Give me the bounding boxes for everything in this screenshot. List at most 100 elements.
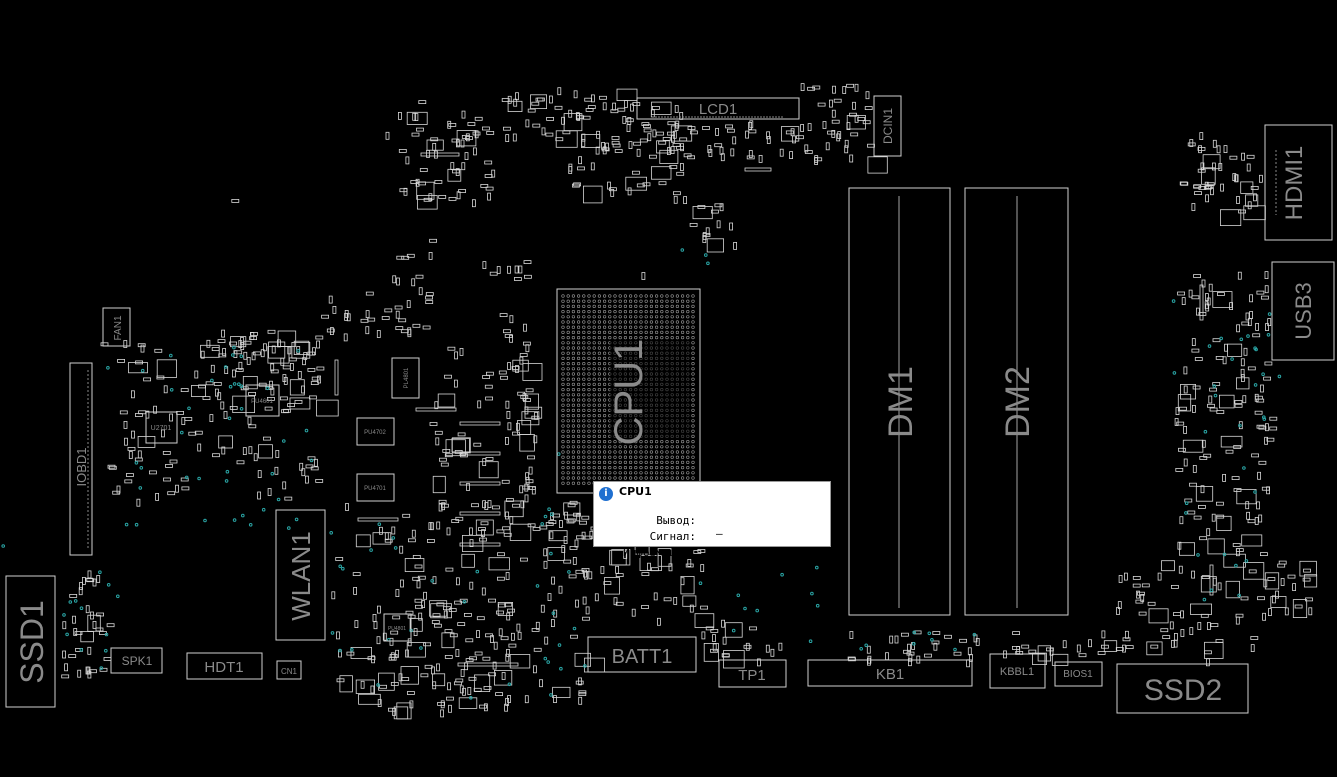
smd-part — [78, 587, 83, 596]
smd-part — [588, 571, 593, 580]
smd-part — [414, 604, 423, 609]
component-pu4701[interactable]: PU4701 — [356, 473, 395, 502]
component-spk1[interactable]: SPK1 — [110, 647, 163, 674]
component-wlan1[interactable]: WLAN1 — [275, 509, 326, 641]
smd-part — [822, 121, 827, 129]
smd-part — [485, 186, 494, 191]
cpu-ball — [618, 440, 622, 444]
smd-part — [393, 706, 409, 720]
cpu-ball — [628, 299, 633, 303]
component-tp1[interactable]: TP1 — [718, 659, 787, 688]
smd-part — [402, 513, 411, 518]
component-u2701[interactable]: U2701 — [145, 411, 178, 444]
smd-part — [497, 602, 514, 617]
component-hdmi1[interactable]: HDMI1 — [1264, 124, 1333, 241]
cpu-ball — [561, 440, 565, 444]
cpu-ball — [665, 320, 669, 324]
cpu-ball — [675, 325, 680, 329]
cpu-ball — [582, 429, 586, 433]
smd-part — [153, 405, 158, 414]
via — [237, 382, 241, 387]
component-pl4801[interactable]: PL4801 — [391, 357, 420, 399]
smd-part — [913, 630, 922, 635]
smd-part — [432, 613, 441, 618]
cpu-ball — [582, 325, 586, 329]
smd-part — [1115, 647, 1124, 651]
smd-part — [314, 458, 318, 467]
cpu-ball — [582, 408, 586, 413]
cpu-ball — [582, 356, 586, 361]
component-dcin1[interactable]: DCIN1 — [873, 95, 902, 157]
cpu-ball — [644, 330, 648, 335]
cpu-ball — [592, 414, 596, 418]
component-kbbl1[interactable]: KBBL1 — [989, 653, 1046, 689]
via — [282, 439, 286, 443]
component-iobd1[interactable]: IOBD1 — [69, 362, 93, 556]
cpu-ball — [566, 304, 570, 309]
smd-part — [390, 630, 399, 635]
smd-part — [721, 619, 725, 628]
smd-part — [423, 197, 432, 202]
smd-part — [116, 485, 121, 494]
component-fan1[interactable]: FAN1 — [102, 307, 131, 347]
component-dm1[interactable]: DM1 — [848, 187, 951, 616]
component-label: PU4702 — [364, 430, 386, 436]
cpu-ball — [566, 315, 570, 319]
component-lcd1[interactable]: LCD1 — [636, 97, 800, 120]
component-ssd1[interactable]: SSD1 — [5, 575, 56, 708]
component-pu4702[interactable]: PU4702 — [356, 417, 395, 446]
component-kb1[interactable]: KB1 — [807, 659, 973, 687]
cpu-ball — [665, 445, 669, 449]
via — [419, 646, 423, 650]
cpu-ball — [571, 299, 576, 303]
via — [543, 656, 548, 661]
smd-part — [509, 654, 531, 669]
cpu-ball — [680, 450, 685, 454]
cpu-ball — [613, 460, 617, 465]
component-usb3[interactable]: USB3 — [1271, 261, 1335, 361]
component-pu4601[interactable]: PU4601 — [245, 384, 280, 417]
smd-part — [1180, 181, 1189, 186]
cpu-ball — [686, 460, 690, 465]
smd-part — [746, 155, 755, 160]
smd-part — [484, 160, 493, 165]
cpu-ball — [566, 414, 570, 418]
component-label: U2701 — [151, 425, 172, 432]
tooltip-value: — — [716, 543, 723, 556]
smd-part — [931, 640, 940, 645]
component-ssd2[interactable]: SSD2 — [1116, 663, 1249, 714]
smd-part — [1225, 580, 1240, 599]
smd-part — [1177, 291, 1185, 296]
smd-part — [867, 657, 871, 666]
cpu-ball — [602, 460, 607, 465]
smd-part — [283, 376, 288, 385]
smd-part — [458, 189, 467, 193]
smd-part — [444, 453, 453, 458]
smd-part — [365, 291, 374, 296]
cpu-ball — [670, 310, 674, 314]
smd-part — [579, 520, 587, 525]
component-batt1[interactable]: BATT1 — [587, 636, 697, 673]
component-cn1[interactable]: CN1 — [276, 660, 302, 680]
cpu-ball — [566, 377, 570, 381]
smd-part — [1076, 644, 1081, 653]
cpu-ball — [660, 450, 664, 454]
smd-part — [519, 485, 524, 494]
cpu-ball — [597, 429, 602, 433]
cpu-ball — [582, 362, 586, 366]
component-hdt1[interactable]: HDT1 — [186, 652, 263, 680]
component-dm2[interactable]: DM2 — [964, 187, 1069, 616]
cpu-ball — [566, 429, 570, 433]
component-bios1[interactable]: BIOS1 — [1054, 661, 1103, 687]
smd-part — [517, 631, 522, 640]
smd-part — [1097, 651, 1106, 655]
component-pu4801[interactable]: PU4801 — [383, 613, 412, 642]
smd-part — [392, 275, 397, 284]
smd-part — [1180, 629, 1185, 637]
smd-part — [512, 503, 520, 508]
via — [559, 666, 563, 671]
smd-part — [653, 592, 658, 601]
component-cpu1[interactable]: CPU1 — [556, 288, 701, 494]
smd-part — [657, 617, 661, 626]
